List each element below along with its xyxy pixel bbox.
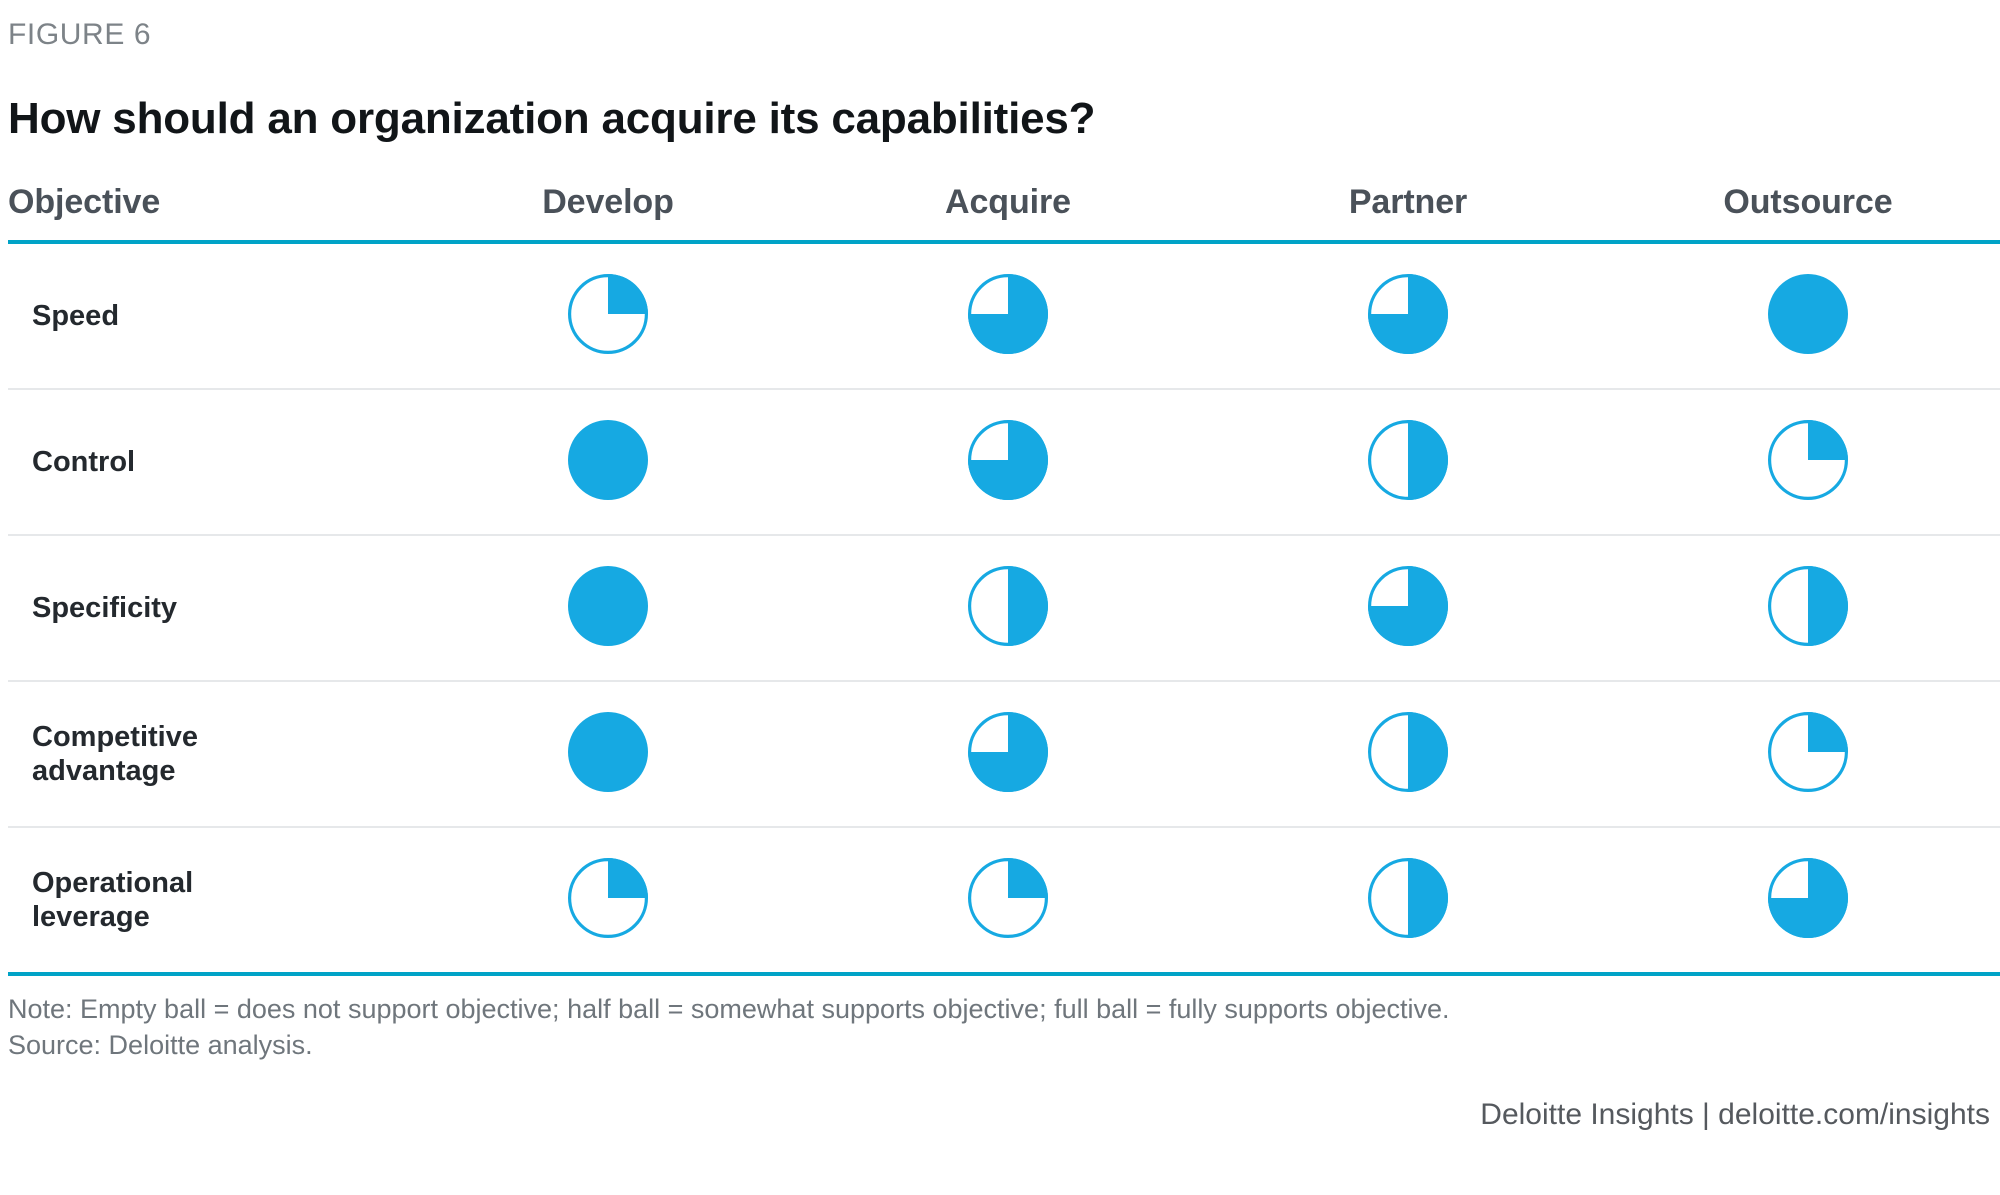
harvey-ball-cell [1208, 827, 1608, 974]
harvey-ball-100-icon [558, 410, 658, 515]
table-header-row: Objective Develop Acquire Partner Outsou… [8, 183, 2000, 243]
harvey-ball-cell [1608, 389, 2000, 535]
table-header: Objective Develop Acquire Partner Outsou… [8, 183, 2000, 243]
brand-attribution: Deloitte Insights | deloitte.com/insight… [1480, 1097, 1990, 1131]
page-title: How should an organization acquire its c… [8, 94, 1096, 143]
objective-label: Specificity [32, 592, 178, 625]
harvey-ball-50-icon [1358, 848, 1458, 953]
column-header-outsource: Outsource [1723, 183, 1893, 222]
note-text: Note: Empty ball = does not support obje… [8, 994, 1450, 1025]
harvey-ball-cell [408, 827, 808, 974]
harvey-ball-cell [1208, 681, 1608, 827]
harvey-ball-100-icon [1758, 264, 1858, 369]
harvey-ball-75-icon [958, 264, 1058, 369]
objective-cell: Specificity [8, 535, 408, 681]
objective-label: leverage [32, 901, 150, 934]
harvey-ball-cell [1208, 535, 1608, 681]
table-row: Control [8, 389, 2000, 536]
harvey-ball-75-icon [958, 702, 1058, 807]
harvey-ball-50-icon [1758, 556, 1858, 661]
harvey-ball-cell [1608, 242, 2000, 389]
harvey-ball-cell [1608, 681, 2000, 827]
objective-cell: Control [8, 389, 408, 535]
column-header-acquire: Acquire [945, 183, 1071, 222]
harvey-ball-100-icon [558, 702, 658, 807]
harvey-ball-cell [808, 389, 1208, 535]
objective-label: Control [32, 446, 136, 479]
harvey-ball-50-icon [1358, 410, 1458, 515]
harvey-ball-cell [808, 242, 1208, 389]
harvey-ball-25-icon [958, 848, 1058, 953]
harvey-ball-50-icon [1358, 702, 1458, 807]
harvey-ball-25-icon [558, 848, 658, 953]
harvey-ball-50-icon [958, 556, 1058, 661]
footnotes: Note: Empty ball = does not support obje… [8, 992, 1992, 1063]
column-header-partner: Partner [1348, 183, 1468, 222]
harvey-ball-cell [408, 242, 808, 389]
harvey-ball-25-icon [558, 264, 658, 369]
harvey-ball-25-icon [1758, 410, 1858, 515]
harvey-ball-25-icon [1758, 702, 1858, 807]
harvey-ball-cell [1608, 535, 2000, 681]
objective-label: advantage [32, 755, 176, 788]
objective-label: Operational [32, 867, 194, 900]
harvey-ball-cell [408, 389, 808, 535]
column-header-objective: Objective [8, 183, 161, 222]
harvey-ball-75-icon [1358, 556, 1458, 661]
objective-cell: Speed [8, 242, 408, 389]
harvey-ball-100-icon [558, 556, 658, 661]
table-row: Speed [8, 242, 2000, 390]
harvey-ball-cell [808, 535, 1208, 681]
harvey-ball-cell [808, 827, 1208, 974]
source-text: Source: Deloitte analysis. [8, 1030, 313, 1061]
table-row: Specificity [8, 535, 2000, 682]
column-header-develop: Develop [542, 183, 674, 222]
harvey-ball-cell [408, 535, 808, 681]
harvey-ball-cell [1208, 242, 1608, 389]
harvey-ball-cell [1608, 827, 2000, 974]
harvey-ball-cell [408, 681, 808, 827]
figure-number: FIGURE 6 [8, 18, 152, 51]
capabilities-matrix-table: Objective Develop Acquire Partner Outsou… [8, 183, 2000, 976]
harvey-ball-cell [1208, 389, 1608, 535]
harvey-ball-75-icon [1358, 264, 1458, 369]
harvey-ball-cell [808, 681, 1208, 827]
harvey-ball-75-icon [1758, 848, 1858, 953]
harvey-ball-75-icon [958, 410, 1058, 515]
objective-label: Speed [32, 300, 120, 333]
objective-label: Competitive [32, 721, 198, 754]
